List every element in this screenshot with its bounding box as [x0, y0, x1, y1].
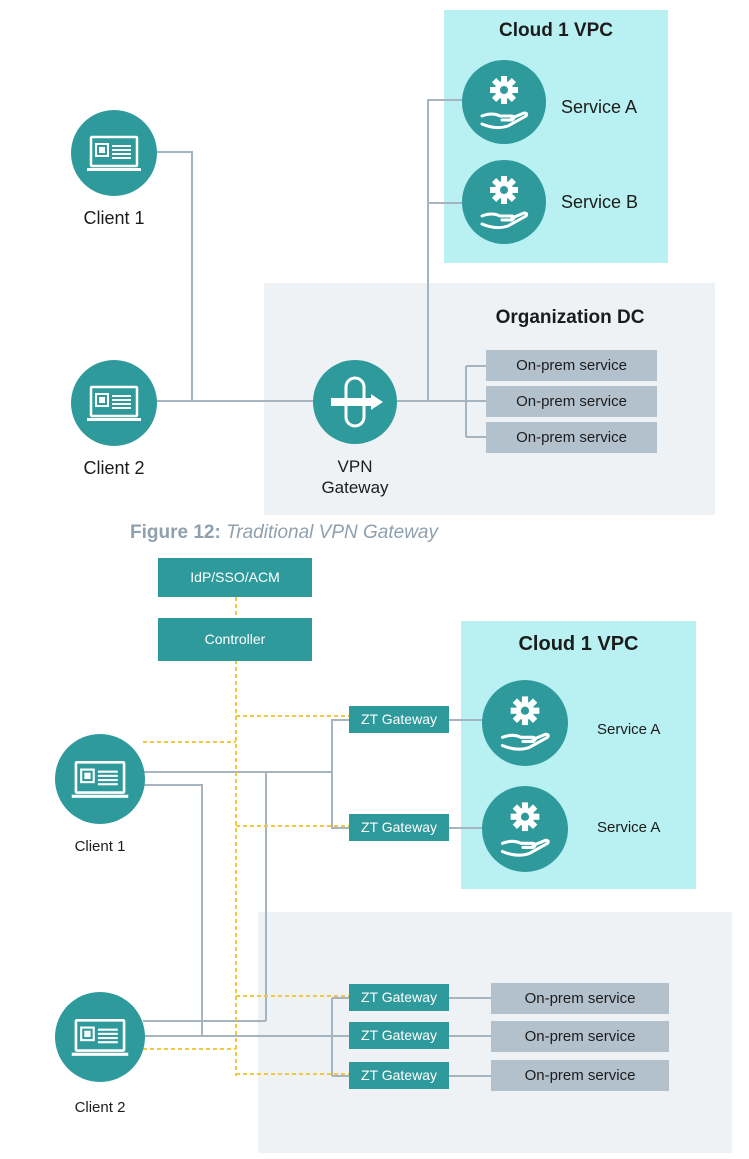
cloud-vpc-title: Cloud 1 VPC	[498, 20, 613, 41]
service-b-node	[462, 160, 546, 244]
service-gear-hand-icon	[480, 176, 529, 230]
wire-zt2	[331, 772, 349, 829]
service-gear-hand-icon	[500, 802, 550, 857]
wire-gw-cloud	[397, 99, 466, 402]
laptop-icon	[71, 1018, 129, 1056]
zt-gateway-1: ZT Gateway	[349, 706, 449, 733]
vpn-gateway-label-line2: Gateway	[321, 478, 389, 497]
service-a-label: Service A	[561, 97, 638, 117]
onprem-service-3: On-prem service	[486, 422, 657, 453]
cloud-vpc-title-bottom: Cloud 1 VPC	[518, 633, 639, 655]
zt-gateway-4: ZT Gateway	[349, 1022, 449, 1049]
service-a-label-bottom-1: Service A	[597, 721, 661, 738]
idp-sso-acm-box: IdP/SSO/ACM	[158, 558, 312, 597]
service-a-label-bottom-2: Service A	[597, 819, 661, 836]
onprem-service-1: On-prem service	[486, 350, 657, 381]
vpn-gateway-label: VPN Gateway	[300, 456, 410, 498]
laptop-icon	[87, 135, 141, 171]
client-2-node-bottom	[55, 992, 145, 1082]
client-1-node-bottom	[55, 734, 145, 824]
controller-box: Controller	[158, 618, 312, 661]
client-2-label: Client 2	[83, 458, 145, 478]
figure-title: Traditional VPN Gateway	[226, 522, 438, 543]
laptop-icon	[87, 385, 141, 421]
zt-gateway-2: ZT Gateway	[349, 814, 449, 841]
service-gear-hand-icon	[500, 696, 550, 751]
service-a-node-bottom-2	[482, 786, 568, 872]
service-a-node-bottom-1	[482, 680, 568, 766]
service-b-label: Service B	[561, 192, 639, 212]
onprem-service-bottom-2: On-prem service	[491, 1021, 669, 1052]
vpn-gateway-label-line1: VPN	[337, 457, 373, 476]
wire-c1-zt	[143, 719, 349, 773]
vpn-gateway-icon	[331, 376, 383, 428]
zt-gateway-5: ZT Gateway	[349, 1062, 449, 1089]
client-1-label: Client 1	[83, 208, 145, 228]
laptop-icon	[71, 760, 129, 798]
client-2-label-bottom: Client 2	[74, 1099, 126, 1116]
onprem-service-2: On-prem service	[486, 386, 657, 417]
figure-number: Figure 12:	[130, 522, 221, 543]
client-1-node	[71, 110, 157, 196]
onprem-service-bottom-3: On-prem service	[491, 1060, 669, 1091]
vpn-gateway-node	[313, 360, 397, 444]
service-gear-hand-icon	[480, 76, 529, 130]
onprem-service-bottom-1: On-prem service	[491, 983, 669, 1014]
figure-caption: Figure 12: Traditional VPN Gateway	[130, 522, 438, 544]
service-a-node	[462, 60, 546, 144]
zt-gateway-3: ZT Gateway	[349, 984, 449, 1011]
wire-client1	[150, 151, 193, 401]
client-1-label-bottom: Client 1	[74, 838, 126, 855]
wire-c1-down1	[143, 784, 203, 1036]
organization-dc-title: Organization DC	[495, 307, 645, 328]
client-2-node	[71, 360, 157, 446]
